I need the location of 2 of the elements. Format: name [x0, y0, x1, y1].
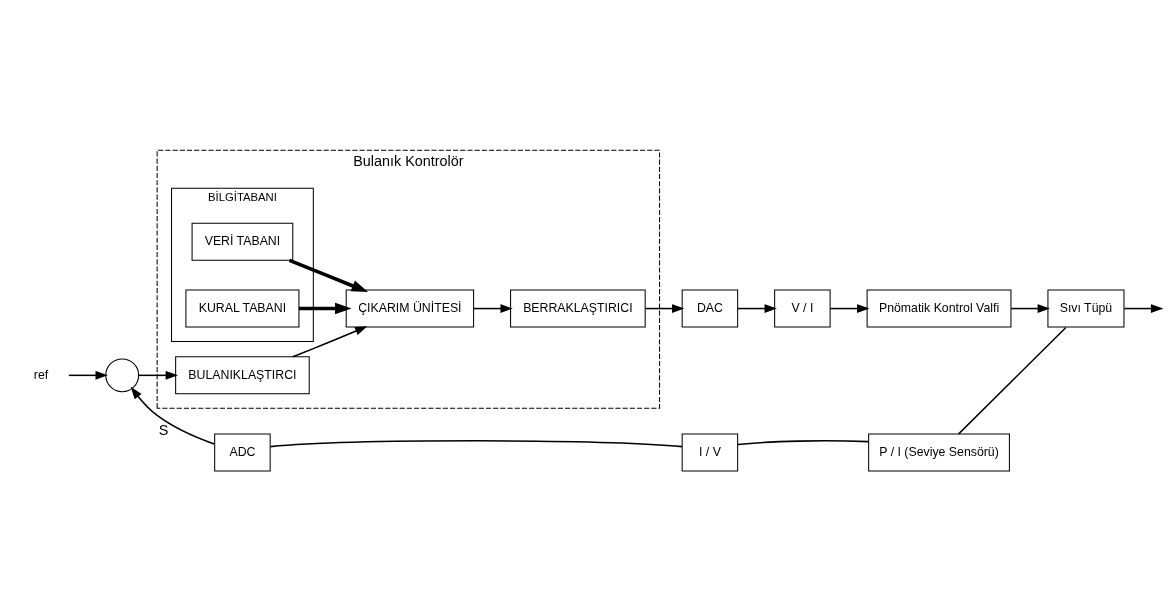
edge-label: S	[158, 421, 169, 438]
node-text: ref	[33, 367, 49, 382]
